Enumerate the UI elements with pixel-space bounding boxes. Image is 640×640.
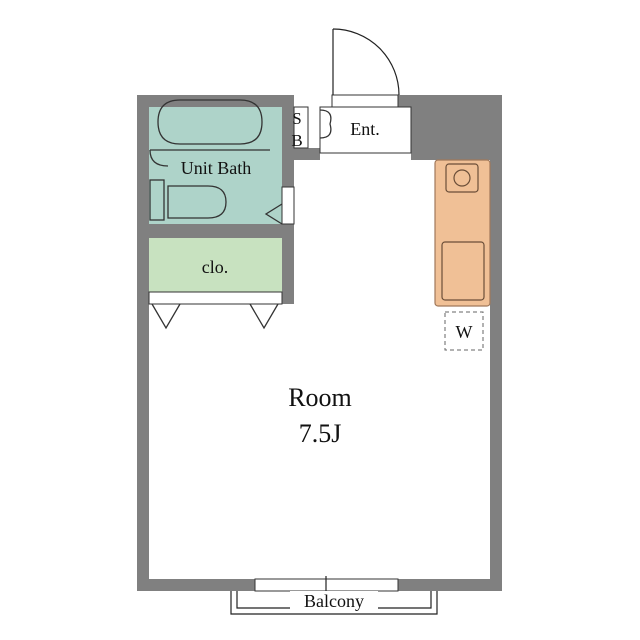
balcony-label: Balcony [304,591,364,611]
burner-icon [453,169,471,187]
kitchen-counter [434,159,491,307]
closet-door-left-icon [151,303,181,330]
shoe-box-label-s: S [292,109,301,128]
wall-bath-bottom [137,224,294,238]
toilet-bowl [167,185,227,219]
closet-floor [149,238,282,292]
entrance-floor [319,106,412,154]
balcony-area: Balcony [230,576,438,615]
wall-top-left [137,95,288,107]
kitchen-sink-icon [441,241,485,301]
toilet-tank [149,179,165,221]
wall-entrance-sb-post [294,148,320,160]
bathtub-curve [149,149,169,167]
entrance-area: S B Ent. [291,28,412,154]
unit-bath-label: Unit Bath [181,158,252,178]
entrance-door-swing [332,28,400,96]
closet-area: clo. [148,238,283,330]
shoe-box [293,106,309,149]
bath-floor [149,107,282,224]
unit-bath-area: Unit Bath [149,99,295,225]
kitchen-area: W [434,159,491,351]
sink-icon [264,203,283,225]
walls [137,95,502,591]
closet-door-right-icon [249,303,279,330]
wall-bath-right-top [282,95,294,187]
balcony-label-bg [290,591,378,611]
stove-icon [445,163,479,193]
wall-bath-right-bottom [282,224,294,304]
bathtub-outline [157,99,263,145]
wall-closet-bottom [137,292,149,304]
bath-door [281,186,295,225]
closet-door-track [148,291,283,305]
washer-label: W [456,322,473,342]
room-size-label: 7.5J [299,419,342,448]
entrance-door-frame [331,94,399,108]
shoe-box-door-icon [319,109,332,139]
shoe-box-label-b: B [291,131,302,150]
main-room: Room 7.5J [288,383,352,448]
closet-label: clo. [202,257,229,277]
wall-bottom-right [398,579,502,591]
balcony-rail-outer [230,591,438,615]
entrance-label: Ent. [350,119,380,139]
room-name-label: Room [288,383,352,412]
wall-bottom-left [137,579,255,591]
wall-right [490,95,502,591]
wall-left [137,95,149,591]
wall-entrance-corner [411,95,502,160]
washer-space [444,311,484,351]
